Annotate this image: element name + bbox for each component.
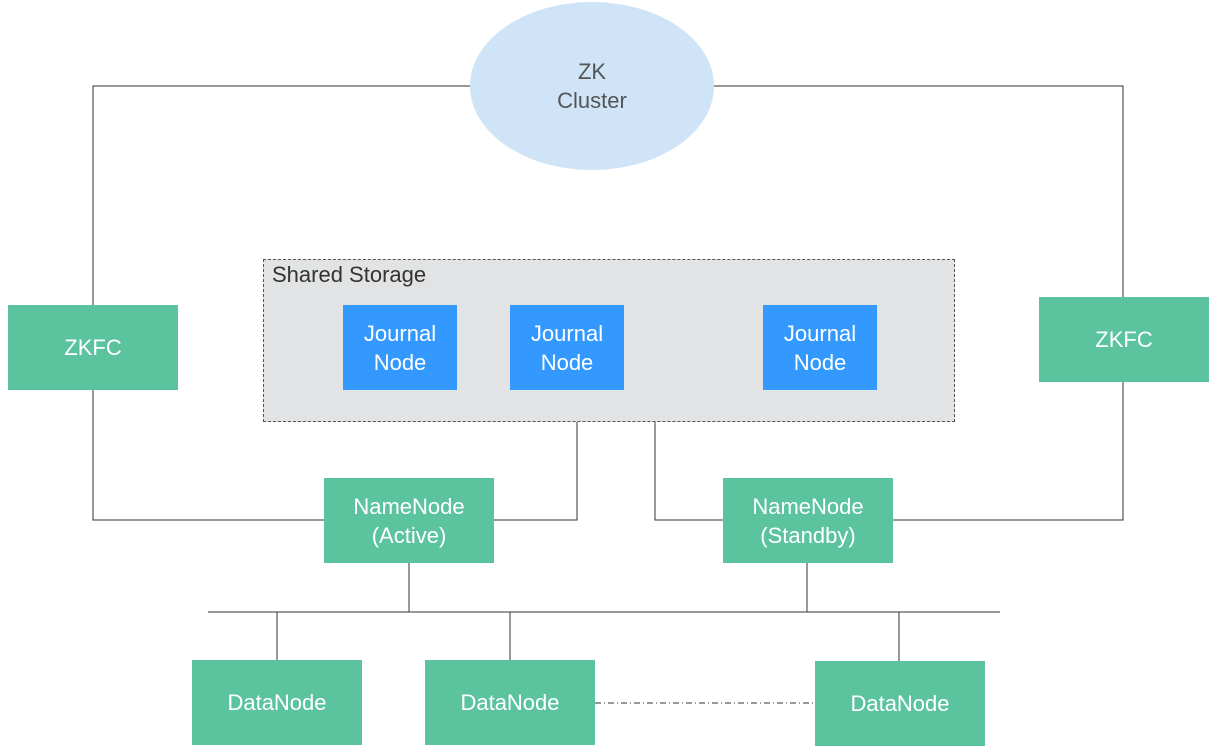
standby-namenode-to-storage-line: [654, 422, 723, 521]
datanode-1: DataNode: [192, 660, 362, 745]
namenode-active: NameNode (Active): [324, 478, 494, 563]
active-namenode-to-storage-line: [494, 422, 578, 521]
namenode-standby: NameNode (Standby): [723, 478, 893, 563]
zk-to-left-zkfc-line: [92, 85, 470, 305]
zk-cluster-cloud: ZK Cluster: [470, 2, 714, 170]
journal-node-1: Journal Node: [343, 305, 457, 390]
journal-node-3: Journal Node: [763, 305, 877, 390]
shared-storage-label: Shared Storage: [272, 262, 427, 287]
left-zkfc-to-active-namenode-line: [92, 390, 324, 521]
zkfc-left: ZKFC: [8, 305, 178, 390]
right-zkfc-to-standby-namenode-line: [893, 382, 1124, 521]
journal-node-2: Journal Node: [510, 305, 624, 390]
zkfc-right: ZKFC: [1039, 297, 1209, 382]
zk-to-right-zkfc-line: [714, 85, 1124, 297]
datanode-2: DataNode: [425, 660, 595, 745]
datanode-3: DataNode: [815, 661, 985, 746]
